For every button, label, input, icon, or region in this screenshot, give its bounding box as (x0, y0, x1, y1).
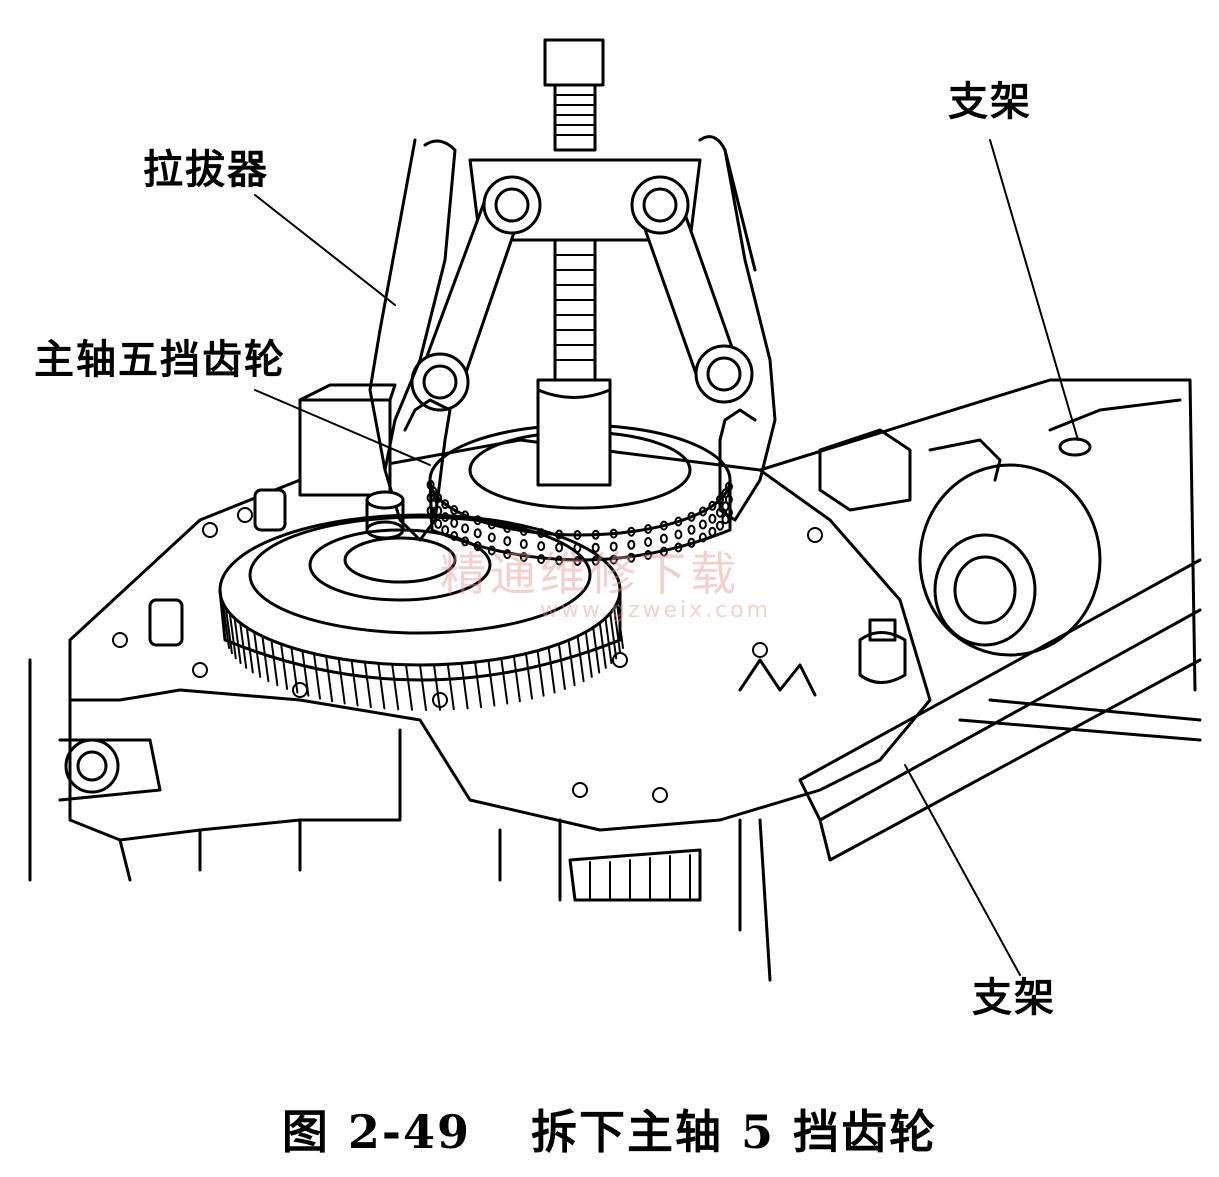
watermark-text: 精通维修下载 (440, 547, 740, 601)
transmission-case (28, 383, 932, 982)
label-bracket-top: 支架 (948, 78, 1032, 125)
figure-caption: 图 2-49 拆下主轴 5 挡齿轮 (0, 1096, 1219, 1162)
label-bracket-bottom: 支架 (972, 974, 1056, 1021)
shaft-stud (365, 490, 405, 540)
figure-number: 图 2-49 (281, 1105, 472, 1159)
gear-puller (368, 38, 777, 542)
figure-title: 拆下主轴 5 挡齿轮 (531, 1105, 938, 1159)
watermark-url: www.gzweix.com (540, 598, 772, 623)
support-bracket (738, 378, 1202, 862)
leader-lines (254, 139, 1079, 976)
label-mainshaft-gear: 主轴五挡齿轮 (34, 336, 286, 383)
label-puller: 拉拔器 (143, 146, 269, 193)
mainshaft-fifth-gear (218, 513, 624, 711)
synchro-gear (426, 423, 733, 566)
